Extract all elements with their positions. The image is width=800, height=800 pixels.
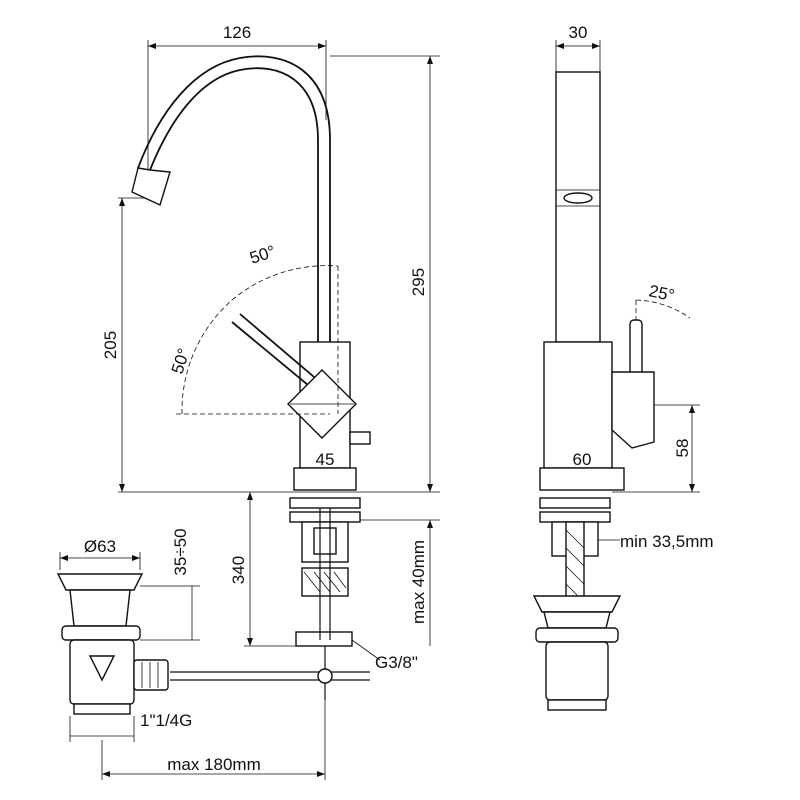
dim-spout-height: 205 xyxy=(101,331,120,359)
dim-waste-diameter: Ø63 xyxy=(84,537,116,556)
dim-front-body-width: 45 xyxy=(316,450,335,469)
dim-lever-angle-front: 50° xyxy=(247,242,277,268)
dim-waste-height: 35÷50 xyxy=(171,528,190,575)
front-view: 126 295 205 50° 50° xyxy=(101,23,440,700)
side-view: 30 25° 58 60 min 33,5mm xyxy=(532,23,714,711)
dim-total-height: 295 xyxy=(409,268,428,296)
dim-spout-reach: 126 xyxy=(223,23,251,42)
dim-shank-length: 340 xyxy=(229,556,248,584)
dim-connection: G3/8" xyxy=(375,653,418,672)
dim-side-lever-height: 58 xyxy=(673,439,692,458)
dim-side-width: 30 xyxy=(569,23,588,42)
dim-min-deck: min 33,5mm xyxy=(620,532,714,551)
dim-max-deck: max 40mm xyxy=(409,540,428,624)
dim-max-rod: max 180mm xyxy=(167,755,261,774)
waste-drain: Ø63 35÷50 1"1/4G max 180mm xyxy=(56,528,326,780)
dim-lever-angle-side: 50° xyxy=(168,346,194,376)
dim-lever-angle-tilt: 25° xyxy=(647,281,676,305)
dim-side-base-width: 60 xyxy=(573,450,592,469)
dim-waste-thread: 1"1/4G xyxy=(140,711,192,730)
